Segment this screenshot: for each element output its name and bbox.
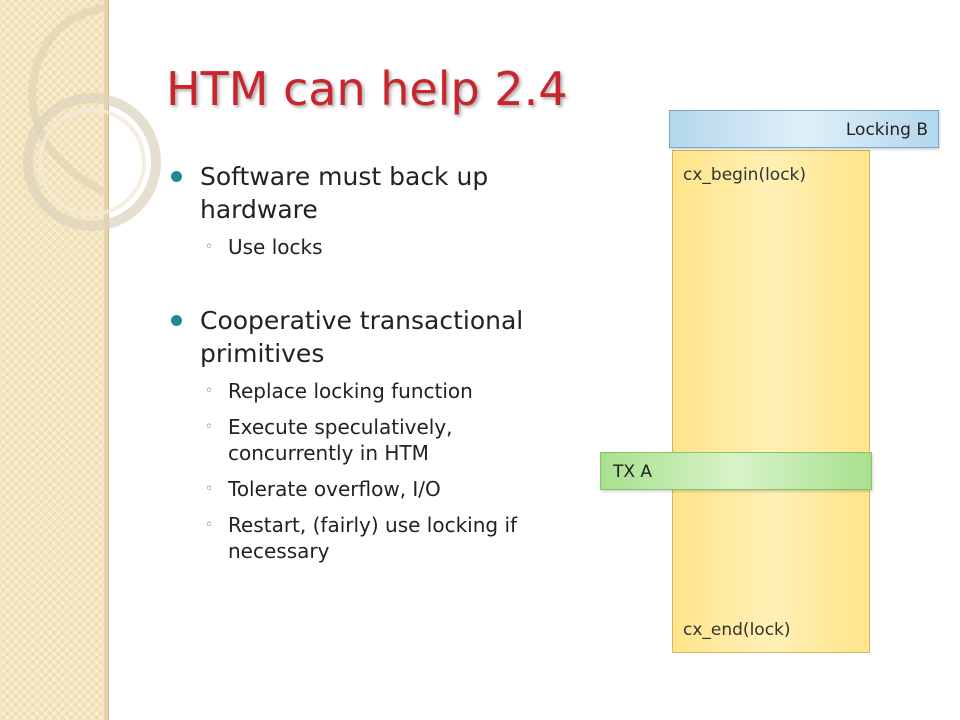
ring-inner: [23, 93, 161, 231]
sub-bullet-2-4: Restart, (fairly) use locking if necessa…: [205, 512, 580, 564]
bullet-gap: [200, 270, 580, 304]
bullet-list: Software must back up hardware Use locks…: [171, 160, 580, 574]
bullet-1: Software must back up hardware: [171, 160, 580, 226]
band-edge: [104, 0, 108, 720]
slide-title: HTM can help 2.4: [166, 62, 568, 116]
sub-bullet-1-1: Use locks: [205, 234, 580, 260]
band-line: [108, 0, 109, 720]
begin-call-label: cx_begin(lock): [683, 165, 807, 185]
decorative-band: [0, 0, 104, 720]
ring-inner-shadow: [38, 108, 146, 216]
transaction-lane: cx_begin(lock) cx_end(lock): [672, 150, 870, 653]
tx-a-box: TX A: [600, 452, 872, 490]
end-call-label: cx_end(lock): [683, 620, 791, 640]
bullet-2: Cooperative transactional primitives: [171, 304, 580, 370]
sub-bullet-2-1: Replace locking function: [205, 378, 580, 404]
sub-bullet-2-3: Tolerate overflow, I/O: [205, 476, 580, 502]
sub-bullet-2-2: Execute speculatively, concurrently in H…: [205, 414, 580, 466]
locking-b-box: Locking B: [669, 110, 939, 148]
